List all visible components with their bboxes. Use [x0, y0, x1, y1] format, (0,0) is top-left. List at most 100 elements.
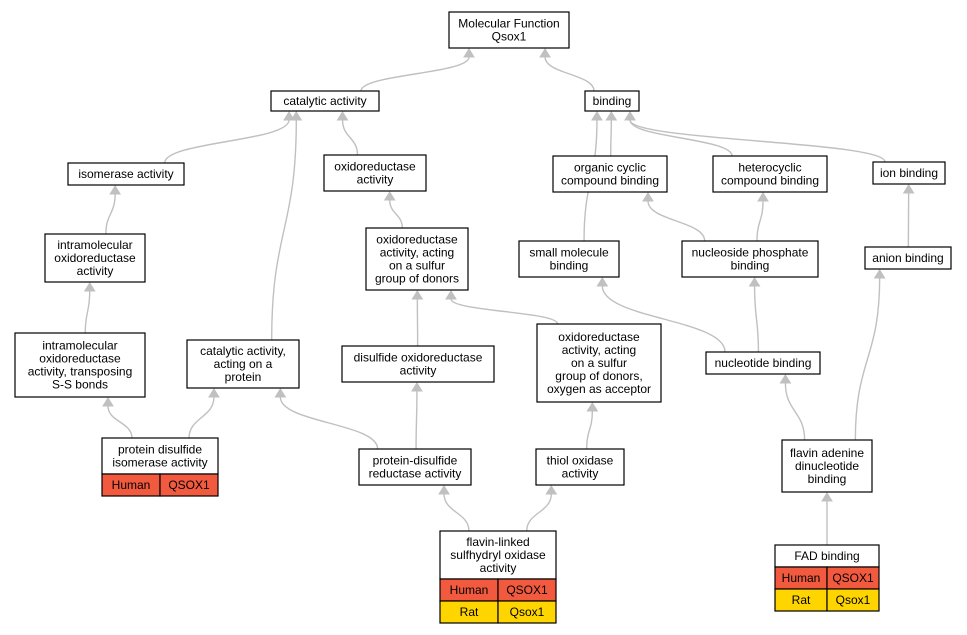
go-term-anion-binding[interactable]: anion binding: [864, 246, 952, 270]
go-term-label: sulfhydryl oxidase: [450, 548, 546, 562]
edge-catalytic-to-root: [360, 48, 475, 92]
go-term-label: binding: [550, 259, 589, 273]
arrow-head-icon: [539, 48, 551, 58]
go-term-box: [101, 437, 219, 475]
go-term-label: binding: [808, 472, 847, 486]
annotation-row-human[interactable]: Human QSOX1: [439, 578, 557, 602]
edge-line: [279, 396, 379, 450]
go-term-box: [270, 90, 380, 112]
go-term-label: activity: [400, 364, 437, 378]
edge-line: [647, 200, 706, 242]
edge-line: [450, 298, 559, 325]
go-term-binding[interactable]: binding: [584, 90, 640, 112]
arrow-head-icon: [290, 111, 303, 121]
arrow-head-icon: [208, 388, 220, 398]
go-term-box: [341, 345, 495, 383]
arrow-head-icon: [591, 111, 603, 121]
arrow-head-icon: [109, 185, 122, 195]
edge-line: [107, 405, 133, 439]
arrow-head-icon: [545, 485, 558, 495]
go-term-nucleotide-binding[interactable]: nucleotide binding: [705, 351, 821, 375]
edge-nucleoside-phosphate-to-heterocyclic: [756, 192, 769, 242]
go-term-label: activity: [562, 467, 599, 481]
arrow-head-icon: [902, 184, 915, 194]
edge-binding-to-root: [539, 48, 595, 92]
go-term-label: binding: [731, 259, 770, 273]
gene-cell: [159, 473, 219, 497]
species-label: Human: [112, 478, 151, 492]
go-term-label: on a sulfur: [389, 259, 445, 273]
edge-intramol-ss-to-intramol-oxido: [83, 282, 96, 334]
go-term-label: nucleotide binding: [715, 356, 812, 370]
go-term-label: isomerase activity: [112, 456, 207, 470]
edge-line: [601, 285, 726, 353]
arrow-head-icon: [411, 382, 423, 392]
edge-line: [271, 119, 297, 341]
go-term-label: Qsox1: [492, 30, 527, 44]
edge-line: [753, 285, 760, 353]
go-term-label: oxidoreductase: [334, 160, 416, 174]
edge-line: [629, 119, 886, 163]
go-term-label: oxygen as acceptor: [547, 382, 651, 396]
go-term-box: [439, 530, 557, 580]
go-term-isomerase[interactable]: isomerase activity: [67, 162, 185, 186]
species-label: Rat: [460, 605, 479, 619]
arrow-head-icon: [336, 111, 349, 121]
edge-line: [610, 119, 612, 157]
go-term-box: [186, 339, 300, 389]
go-term-label: catalytic activity,: [200, 344, 286, 358]
species-label: Human: [450, 583, 489, 597]
go-term-label: small molecule: [529, 246, 609, 260]
edge-line: [443, 493, 470, 532]
go-term-label: nucleoside phosphate: [692, 246, 809, 260]
go-term-label: activity: [357, 173, 394, 187]
go-term-label: thiol oxidase: [547, 454, 614, 468]
go-term-box: [781, 439, 873, 493]
go-term-box: [864, 246, 952, 270]
arrow-head-icon: [463, 48, 475, 58]
edge-pd-reductase-to-disulfide-oxido: [411, 382, 423, 450]
arrow-head-icon: [873, 269, 886, 279]
edge-disulfide-oxido-to-oxido-sulfur: [411, 290, 424, 347]
edge-nucleotide-binding-to-small-molecule: [596, 277, 726, 353]
go-term-label: disulfide oxidoreductase: [354, 351, 483, 365]
go-term-box: [584, 90, 640, 112]
go-term-catalytic[interactable]: catalytic activity: [270, 90, 380, 112]
go-term-ion-binding[interactable]: ion binding: [872, 161, 946, 185]
edge-flavin-linked-to-pd-reductase: [438, 485, 470, 532]
edge-fad-dinucleotide-to-anion-binding: [854, 269, 886, 441]
go-term-label: compound binding: [721, 174, 819, 188]
edge-organic-cyclic-to-binding: [605, 111, 618, 157]
go-term-label: activity: [480, 561, 517, 575]
edge-nucleoside-phosphate-to-organic-cyclic: [642, 192, 706, 242]
go-term-label: group of donors: [375, 272, 459, 286]
edge-pdi-to-intramol-ss: [102, 397, 133, 439]
edge-oxidoreductase-to-catalytic: [336, 111, 359, 156]
go-term-label: intramolecular: [42, 339, 117, 353]
gene-label: QSOX1: [506, 583, 548, 597]
edge-fad-binding-to-fad-dinucleotide: [821, 492, 833, 545]
